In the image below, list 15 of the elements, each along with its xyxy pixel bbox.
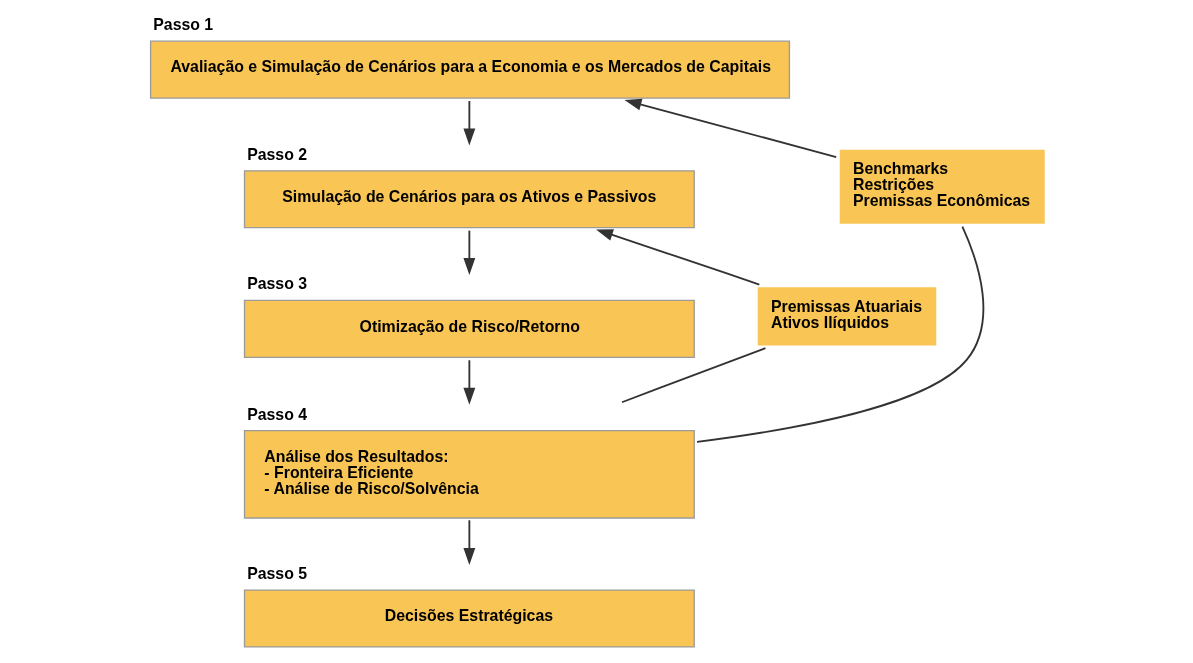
arrow [462,100,475,146]
connector [695,225,984,443]
node-label: Passo 4 [246,405,307,423]
node-label: Passo 3 [246,275,307,293]
arrow [462,519,475,565]
node-label: Passo 1 [152,16,213,34]
node-label: Passo 2 [246,145,307,163]
node-box: Benchmarks Restrições Premissas Econômicas [839,149,1045,224]
node-label: Passo 5 [246,564,307,582]
node-box: Premissas Atuariais Ativos Ilíquidos [757,287,936,346]
connector [620,347,766,404]
arrow [595,229,760,286]
arrow [462,359,475,405]
arrow [462,229,475,276]
arrow [624,98,837,158]
